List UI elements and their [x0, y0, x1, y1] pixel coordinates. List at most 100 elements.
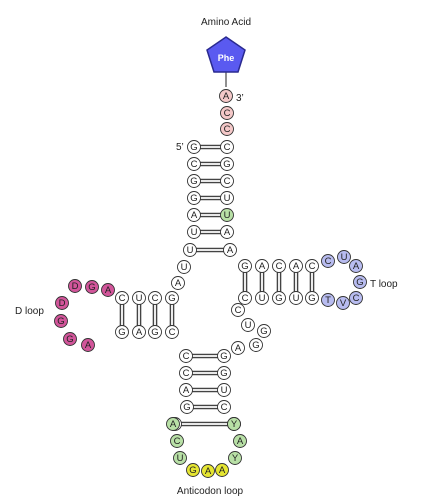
t-stem-base-circle: [238, 291, 252, 305]
variable-loop-base-letter: C: [235, 305, 242, 316]
t-stem-base: U: [255, 291, 269, 305]
acceptor-tail-base-letter: C: [224, 124, 231, 135]
acceptor-stem-base: C: [220, 140, 234, 154]
acceptor-tail-base: C: [220, 106, 234, 120]
acceptor-stem-base-circle: [220, 191, 234, 205]
amino-acid-pentagon: [206, 36, 246, 73]
acceptor-stem-base-circle: [187, 208, 201, 222]
t-stem-base-circle: [289, 291, 303, 305]
d-stem-base-letter: G: [118, 327, 125, 338]
t-stem-base: C: [272, 259, 286, 273]
base-pair-bonds: [119, 144, 315, 427]
acceptor-tail-base-circle: [220, 122, 234, 136]
t-loop-base-letter: U: [341, 252, 348, 263]
acceptor-stem-base-letter: U: [191, 227, 198, 238]
acceptor-stem-base: G: [220, 157, 234, 171]
d-loop-label: D loop: [15, 306, 44, 317]
variable-loop-base-letter: G: [260, 326, 267, 337]
t-stem-base-letter: C: [309, 261, 316, 272]
t-stem-base-circle: [238, 259, 252, 273]
t-loop-base-circle: [349, 291, 363, 305]
t-stem-base: G: [238, 259, 252, 273]
t-loop-base: A: [349, 259, 363, 273]
anticodon-stem-base: C: [217, 400, 231, 414]
anticodon-stem-base-circle: [179, 383, 193, 397]
d-loop-base-letter: G: [88, 282, 95, 293]
acceptor-stem-base-letter: C: [224, 142, 231, 153]
d-loop-base-circle: [68, 279, 82, 293]
d-stem-base: G: [148, 325, 162, 339]
t-stem-base-circle: [272, 291, 286, 305]
three-prime-label: 3’: [236, 93, 244, 104]
d-loop-base: A: [81, 338, 95, 352]
variable-loop-base: U: [241, 318, 255, 332]
variable-loop-base: G: [249, 338, 263, 352]
d-stem-base: A: [132, 325, 146, 339]
d-loop-base: D: [68, 279, 82, 293]
acceptor-tail-base-letter: C: [224, 108, 231, 119]
acceptor-stem-base: U: [187, 225, 201, 239]
variable-loop-base-circle: [231, 303, 245, 317]
anticodon-stem-base-letter: G: [220, 351, 227, 362]
acceptor-stem-base-circle: [223, 243, 237, 257]
t-loop-base-circle: [321, 254, 335, 268]
d-stem-base: C: [115, 291, 129, 305]
t-stem-base-circle: [305, 259, 319, 273]
anticodon-loop-base-letter: C: [174, 436, 181, 447]
anticodon-base: A: [215, 463, 229, 477]
acceptor-stem-base: U: [220, 208, 234, 222]
anticodon-stem-base-circle: [217, 383, 231, 397]
anticodon-stem-base-circle: [217, 349, 231, 363]
d-loop-base-letter: A: [85, 340, 92, 351]
anticodon-stem-base-circle: [180, 400, 194, 414]
anticodon-stem-base-letter: G: [220, 368, 227, 379]
t-stem-base-letter: G: [275, 293, 282, 304]
d-stem-base: C: [148, 291, 162, 305]
anticodon-loop-base-circle: [228, 451, 242, 465]
anticodon-base-letter: G: [189, 465, 196, 476]
anticodon-loop-base-circle: [173, 451, 187, 465]
variable-loop-base: A: [231, 341, 245, 355]
d-stem-base-letter: C: [152, 293, 159, 304]
d-stem-base: U: [132, 291, 146, 305]
d-loop-base-circle: [63, 332, 77, 346]
anticodon-stem-base-circle: [179, 366, 193, 380]
d-loop-base-circle: [101, 283, 115, 297]
t-loop-label: T loop: [370, 279, 398, 290]
d-stem-base-letter: G: [168, 293, 175, 304]
t-loop-base-letter: A: [353, 261, 360, 272]
acceptor-stem-base-circle: [220, 140, 234, 154]
d-stem-base-circle: [165, 325, 179, 339]
anticodon-loop-base: C: [170, 434, 184, 448]
acceptor-stem-base-circle: [220, 174, 234, 188]
d-stem-base-circle: [148, 291, 162, 305]
variable-loop-base-letter: A: [235, 343, 242, 354]
anticodon-loop-base: U: [173, 451, 187, 465]
d-loop-base-circle: [81, 338, 95, 352]
acceptor-stem-base: G: [187, 174, 201, 188]
acceptor-stem-base: C: [187, 157, 201, 171]
acceptor-stem-base-letter: U: [224, 210, 231, 221]
acceptor-stem-base-letter: G: [223, 159, 230, 170]
d-loop-base: D: [55, 296, 69, 310]
d-stem-base-circle: [115, 325, 129, 339]
acceptor-stem-base-circle: [187, 140, 201, 154]
acceptor-stem-base-circle: [220, 225, 234, 239]
t-stem-base: G: [272, 291, 286, 305]
variable-loop-base-letter: U: [245, 320, 252, 331]
acceptor-stem-base: A: [187, 208, 201, 222]
anticodon-loop-base-letter: A: [237, 436, 244, 447]
anticodon-base-circle: [186, 463, 200, 477]
acceptor-stem-base: U: [183, 243, 197, 257]
d-stem-base-letter: G: [151, 327, 158, 338]
anticodon-base-letter: A: [219, 465, 226, 476]
anticodon-loop-base-letter: Y: [232, 453, 239, 464]
connector-base-letter: A: [175, 278, 182, 289]
t-stem-base: G: [305, 291, 319, 305]
t-stem-base-letter: G: [241, 261, 248, 272]
t-loop-base: C: [349, 291, 363, 305]
anticodon-stem-base-letter: A: [183, 385, 190, 396]
anticodon-stem-base: U: [217, 383, 231, 397]
t-loop-base-letter: C: [325, 256, 332, 267]
